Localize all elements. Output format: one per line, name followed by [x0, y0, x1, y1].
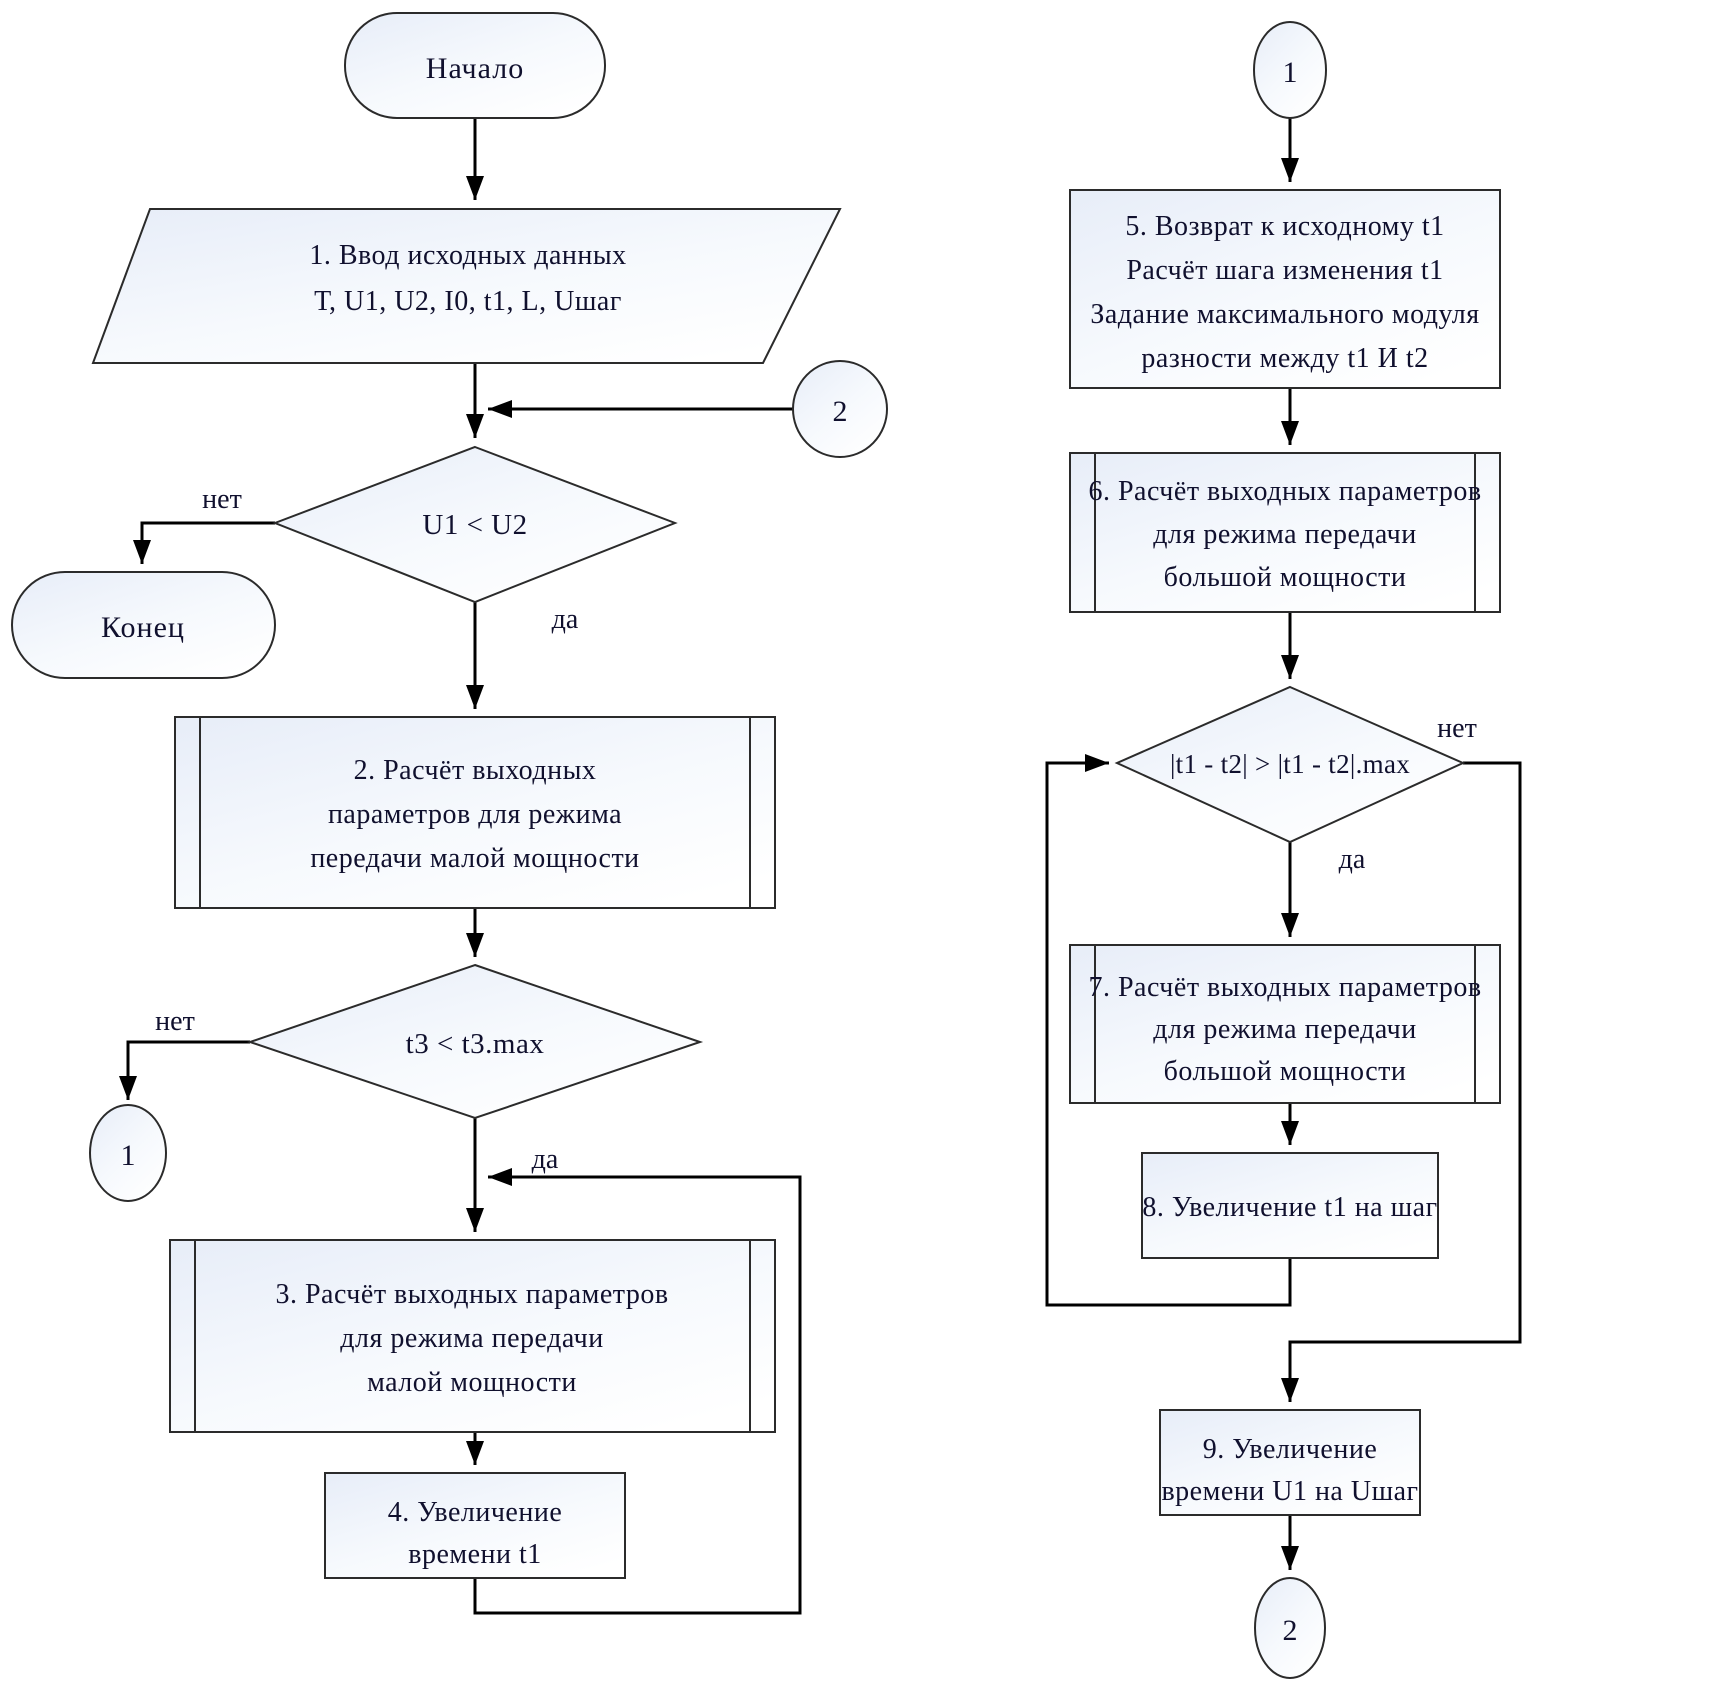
- decision2-no-label: нет: [155, 1006, 195, 1037]
- decision-u1-u2-label: U1 < U2: [422, 509, 527, 541]
- process-7-line-1: 7. Расчёт выходных параметров: [1088, 972, 1481, 1003]
- decision3-no-label: нет: [1437, 713, 1477, 744]
- arrow-decision2-no-to-connector1: [119, 1040, 250, 1100]
- process-3-node: 3. Расчёт выходных параметров для режима…: [169, 1239, 776, 1433]
- connector-2-left-label: 2: [833, 395, 848, 428]
- connector-1-left: 1: [89, 1104, 167, 1202]
- connector-1-left-label: 1: [121, 1139, 136, 1172]
- process-9-line-2: времени U1 на Uшаг: [1161, 1476, 1418, 1507]
- process-4-line-1: 4. Увеличение: [388, 1497, 563, 1528]
- process-8-label: 8. Увеличение t1 на шаг: [1142, 1192, 1437, 1223]
- process-5-line-1: 5. Возврат к исходному t1: [1125, 211, 1444, 242]
- arrow-loop-process4-back: [473, 1168, 802, 1615]
- process-6-line-2: для режима передачи: [1153, 519, 1416, 550]
- process-2-node: 2. Расчёт выходных параметров для режима…: [174, 716, 776, 909]
- arrow-decision1-no-to-end: [133, 521, 275, 564]
- decision-t1-t2-label: |t1 - t2| > |t1 - t2|.max: [1170, 749, 1410, 779]
- input-line-1: 1. Ввод исходных данных: [309, 240, 626, 271]
- process-6-node: 6. Расчёт выходных параметров для режима…: [1069, 452, 1501, 613]
- process-5-node: 5. Возврат к исходному t1 Расчёт шага из…: [1069, 189, 1501, 389]
- end-label: Конец: [101, 611, 185, 644]
- start-node: Начало: [344, 12, 606, 119]
- decision1-no-label: нет: [202, 484, 242, 515]
- start-label: Начало: [426, 52, 524, 85]
- process-2-line-2: параметров для режима: [328, 799, 622, 830]
- process-2-line-3: передачи малой мощности: [310, 843, 639, 874]
- connector-1-top: 1: [1253, 21, 1327, 119]
- decision-t3-label: t3 < t3.max: [406, 1028, 545, 1060]
- process-5-line-4: разности между t1 И t2: [1141, 343, 1428, 374]
- decision-u1-u2: U1 < U2: [272, 445, 678, 604]
- process-4-node: 4. Увеличение времени t1: [324, 1472, 626, 1579]
- decision3-yes-label: да: [1339, 844, 1366, 875]
- process-7-line-2: для режима передачи: [1153, 1014, 1416, 1045]
- arrow-decision3-no-to-process9: [1281, 761, 1522, 1402]
- process-6-line-3: большой мощности: [1164, 562, 1407, 593]
- process-8-node: 8. Увеличение t1 на шаг: [1141, 1152, 1439, 1259]
- process-3-line-1: 3. Расчёт выходных параметров: [275, 1279, 668, 1310]
- process-7-node: 7. Расчёт выходных параметров для режима…: [1069, 944, 1501, 1104]
- connector-2-bottom: 2: [1254, 1577, 1326, 1679]
- process-6-line-1: 6. Расчёт выходных параметров: [1088, 476, 1481, 507]
- end-node: Конец: [11, 571, 276, 679]
- process-3-line-3: малой мощности: [367, 1367, 577, 1398]
- process-7-line-3: большой мощности: [1164, 1056, 1407, 1087]
- input-data-node: 1. Ввод исходных данных Т, U1, U2, I0, t…: [91, 208, 842, 364]
- process-5-line-2: Расчёт шага изменения t1: [1126, 255, 1443, 286]
- decision1-yes-label: да: [552, 604, 579, 635]
- connector-1-top-label: 1: [1283, 56, 1298, 89]
- connector-2-left: 2: [792, 360, 888, 458]
- decision-t1-t2: |t1 - t2| > |t1 - t2|.max: [1114, 685, 1466, 844]
- process-9-node: 9. Увеличение времени U1 на Uшаг: [1159, 1409, 1421, 1516]
- connector-2-bottom-label: 2: [1283, 1614, 1298, 1647]
- decision2-yes-label: да: [532, 1144, 559, 1175]
- decision-t3-max: t3 < t3.max: [246, 963, 704, 1120]
- process-5-line-3: Задание максимального модуля: [1090, 299, 1479, 330]
- process-4-line-2: времени t1: [408, 1539, 542, 1570]
- input-line-2: Т, U1, U2, I0, t1, L, Uшаг: [314, 286, 622, 317]
- process-3-line-2: для режима передачи: [340, 1323, 603, 1354]
- process-2-line-1: 2. Расчёт выходных: [354, 755, 597, 786]
- process-9-line-1: 9. Увеличение: [1203, 1434, 1378, 1465]
- arrow-loop-process8-back: [1045, 754, 1292, 1307]
